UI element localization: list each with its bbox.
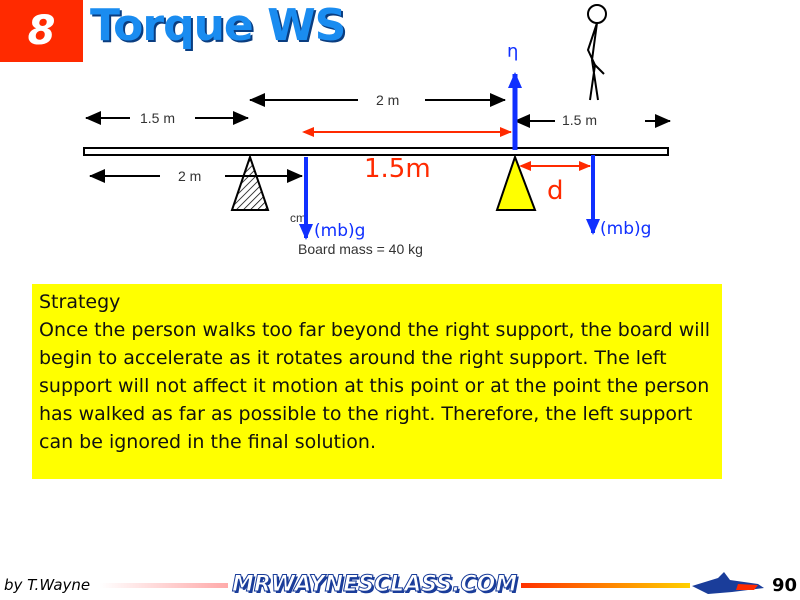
strategy-heading: Strategy — [39, 291, 121, 313]
site-logo: MRWAYNESCLASS.COM — [228, 572, 522, 598]
label-red-1-5m: 1.5m — [364, 154, 431, 184]
right-support — [495, 154, 537, 211]
label-mbg-right: (mb)g — [600, 219, 651, 239]
label-left-1-5m: 1.5 m — [140, 110, 175, 126]
left-support — [230, 153, 270, 211]
label-cm: cm — [290, 211, 306, 225]
label-mbg-left: (mb)g — [314, 221, 365, 241]
label-bottom-2m: 2 m — [178, 168, 201, 184]
stick-figure — [586, 4, 607, 101]
jet-icon — [692, 572, 764, 594]
page-number: 90 — [772, 575, 798, 596]
dimension-arrows — [85, 93, 671, 183]
label-right-1-5m: 1.5 m — [562, 112, 597, 128]
strategy-body: Once the person walks too far beyond the… — [39, 319, 711, 453]
strategy-box: Strategy Once the person walks too far b… — [32, 284, 722, 479]
label-top-2m: 2 m — [376, 92, 399, 108]
page-title: Torque WS — [90, 0, 346, 51]
label-d: d — [547, 176, 564, 206]
board-mass: Board mass = 40 kg — [298, 241, 423, 257]
slide-number: 8 — [0, 0, 83, 62]
footer-author: by T.Wayne — [4, 576, 91, 594]
board — [83, 147, 669, 156]
seesaw-diagram: 1.5 m 2 m 2 m 1.5 m cm Board mass = 40 k… — [83, 4, 671, 257]
label-n: η — [507, 41, 518, 62]
